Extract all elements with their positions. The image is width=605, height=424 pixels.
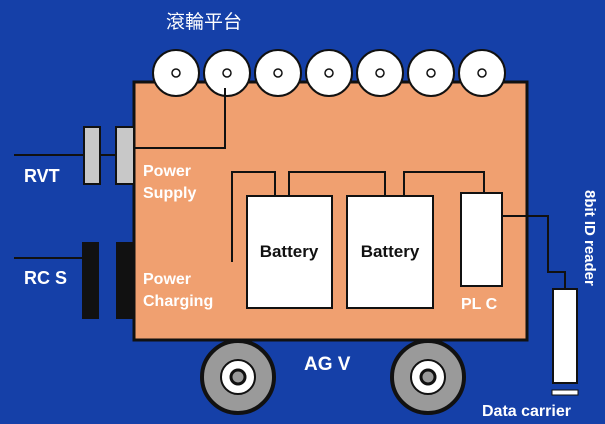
roller-hub <box>375 68 385 78</box>
rcs-contact-outer <box>82 242 99 319</box>
wheel-left <box>200 339 276 415</box>
plc-label: PL C <box>461 296 498 313</box>
charging-wire <box>231 171 276 262</box>
battery-1 <box>246 195 333 309</box>
plc-box <box>460 192 503 287</box>
power-supply-line1: Power <box>143 163 191 180</box>
roller-hub <box>222 68 232 78</box>
power-charging-line1: Power <box>143 271 191 288</box>
rvt-contact-inner <box>115 126 135 185</box>
roller-row <box>152 49 506 97</box>
rvt-contact-outer <box>83 126 101 185</box>
roller-platform-label: 滾輪平台 <box>166 11 242 33</box>
roller-wire <box>134 88 226 149</box>
battery-plc-wire <box>403 171 485 196</box>
battery-2-label: Battery <box>361 242 420 261</box>
plc-reader-wire <box>500 215 566 289</box>
rcs-contact-inner <box>116 242 134 319</box>
roller-hub <box>477 68 487 78</box>
id-reader <box>552 288 578 384</box>
battery-2 <box>346 195 434 309</box>
power-charging-line2: Charging <box>143 293 213 310</box>
data-carrier <box>551 389 579 396</box>
roller-hub <box>273 68 283 78</box>
id-reader-label: 8bit ID reader <box>581 190 598 286</box>
battery-1-label: Battery <box>260 242 319 261</box>
rvt-label: RVT <box>24 166 60 186</box>
agv-label: AG V <box>304 354 351 375</box>
roller-hub <box>324 68 334 78</box>
power-supply-line2: Supply <box>143 185 196 202</box>
data-carrier-label: Data carrier <box>482 403 571 419</box>
roller-hub <box>171 68 181 78</box>
roller-hub <box>426 68 436 78</box>
wheel-right <box>390 339 466 415</box>
battery-series-wire <box>288 171 386 196</box>
rcs-label: RC S <box>24 268 67 288</box>
